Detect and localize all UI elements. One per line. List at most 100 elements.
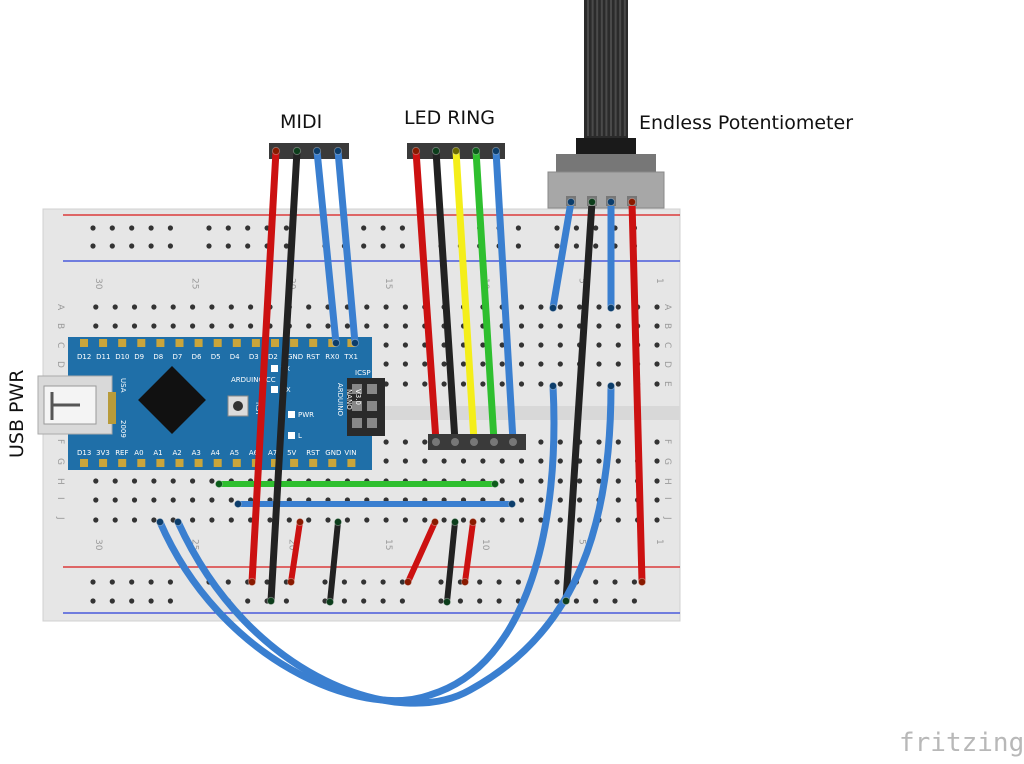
rail-hole xyxy=(90,579,96,585)
wire-end xyxy=(350,338,360,348)
breadboard-hole xyxy=(209,323,215,329)
knurl-line xyxy=(605,0,608,136)
top-pin-label: D10 xyxy=(115,353,129,361)
red-short-jumper-1 xyxy=(288,519,303,585)
curved-blue-wire-2 xyxy=(174,382,615,707)
arduino-pin xyxy=(290,459,299,467)
rail-hole xyxy=(380,598,386,604)
breadboard-hole xyxy=(402,517,408,523)
microcontroller-chip xyxy=(138,366,206,434)
arduino-pin xyxy=(271,339,279,347)
rail-hole xyxy=(109,598,115,604)
rail-hole xyxy=(554,579,560,585)
midi-header xyxy=(269,143,349,159)
rail-hole xyxy=(148,243,154,249)
breadboard-hole xyxy=(402,458,408,464)
bottom-pin-label: A4 xyxy=(211,449,221,457)
breadboard-hole xyxy=(480,361,486,367)
rail-hole xyxy=(90,225,96,231)
knurl-line xyxy=(591,0,594,136)
bottom-pin-label: A6 xyxy=(249,449,259,457)
breadboard-hole xyxy=(557,458,563,464)
breadboard-hole xyxy=(151,517,157,523)
breadboard-hole xyxy=(480,342,486,348)
breadboard-hole xyxy=(112,517,118,523)
breadboard-hole xyxy=(654,381,660,387)
breadboard-hole xyxy=(228,304,234,310)
breadboard-hole xyxy=(267,517,273,523)
breadboard-hole xyxy=(538,304,544,310)
rail-hole xyxy=(225,579,231,585)
breadboard-hole xyxy=(557,439,563,445)
wire-end xyxy=(155,517,165,527)
breadboard-hole xyxy=(460,361,467,367)
wire-end xyxy=(295,517,305,527)
wire-end xyxy=(451,146,461,156)
breadboard-hole xyxy=(499,478,505,484)
row-letter: J xyxy=(662,516,672,520)
led-label-l: L xyxy=(298,432,302,440)
row-letter: H xyxy=(662,478,672,485)
breadboard-hole xyxy=(93,304,99,310)
breadboard-hole xyxy=(460,381,467,387)
breadboard-hole xyxy=(499,517,505,523)
curved-blue-wire-1 xyxy=(156,382,558,705)
breadboard-hole xyxy=(596,478,602,484)
breadboard-hole xyxy=(93,517,99,523)
breadboard-hole xyxy=(190,323,196,329)
rail-hole xyxy=(554,598,560,604)
rail-hole xyxy=(283,225,289,231)
column-number: 1 xyxy=(654,539,664,545)
breadboard-hole xyxy=(422,458,428,464)
wire-end xyxy=(637,577,647,587)
top-pin-label: RST xyxy=(306,353,320,361)
bottom-pin-label: 5V xyxy=(287,449,296,457)
breadboard-hole xyxy=(383,304,389,310)
rail-hole xyxy=(612,579,618,585)
breadboard-hole xyxy=(383,517,389,523)
breadboard-hole xyxy=(615,304,621,310)
breadboard-hole xyxy=(480,458,486,464)
rail-hole xyxy=(593,598,599,604)
rail-hole xyxy=(399,598,405,604)
led-label-pwr: PWR xyxy=(298,411,314,419)
rail-hole xyxy=(573,598,580,604)
column-number: 25 xyxy=(190,539,200,550)
breadboard-hole xyxy=(112,478,118,484)
strip-pin xyxy=(490,438,498,446)
breadboard-hole xyxy=(499,381,505,387)
bottom-pin-label: VIN xyxy=(344,449,356,457)
rail-hole xyxy=(399,579,405,585)
breadboard-hole xyxy=(654,342,660,348)
breadboard-hole xyxy=(422,517,428,523)
pot-knurl xyxy=(587,0,626,136)
top-pin-label: RX0 xyxy=(325,353,339,361)
breadboard-hole xyxy=(422,381,428,387)
pot-red-wire xyxy=(628,198,646,586)
breadboard-hole xyxy=(499,361,505,367)
bottom-pin-label: 3V3 xyxy=(96,449,110,457)
breadboard-hole xyxy=(190,478,196,484)
pot-collar xyxy=(576,138,636,156)
breadboard-hole xyxy=(131,478,138,484)
led-ring-red-wire xyxy=(412,147,440,445)
breadboard-hole xyxy=(286,517,292,523)
breadboard-hole xyxy=(615,458,621,464)
breadboard-hole xyxy=(190,517,196,523)
rail-hole xyxy=(341,579,347,585)
breadboard-hole xyxy=(538,497,544,503)
breadboard-hole xyxy=(557,361,563,367)
breadboard-hole xyxy=(499,342,505,348)
rail-hole xyxy=(361,598,367,604)
rail-hole xyxy=(515,225,522,231)
wire-end xyxy=(233,499,243,509)
arduino-pin xyxy=(328,459,337,467)
arduino-pin xyxy=(118,339,127,347)
breadboard-hole xyxy=(209,497,215,503)
wire-end xyxy=(450,517,460,527)
breadboard-hole xyxy=(596,323,602,329)
rail-hole xyxy=(206,225,212,231)
wire-ends xyxy=(155,146,647,607)
rail-hole xyxy=(90,598,96,604)
